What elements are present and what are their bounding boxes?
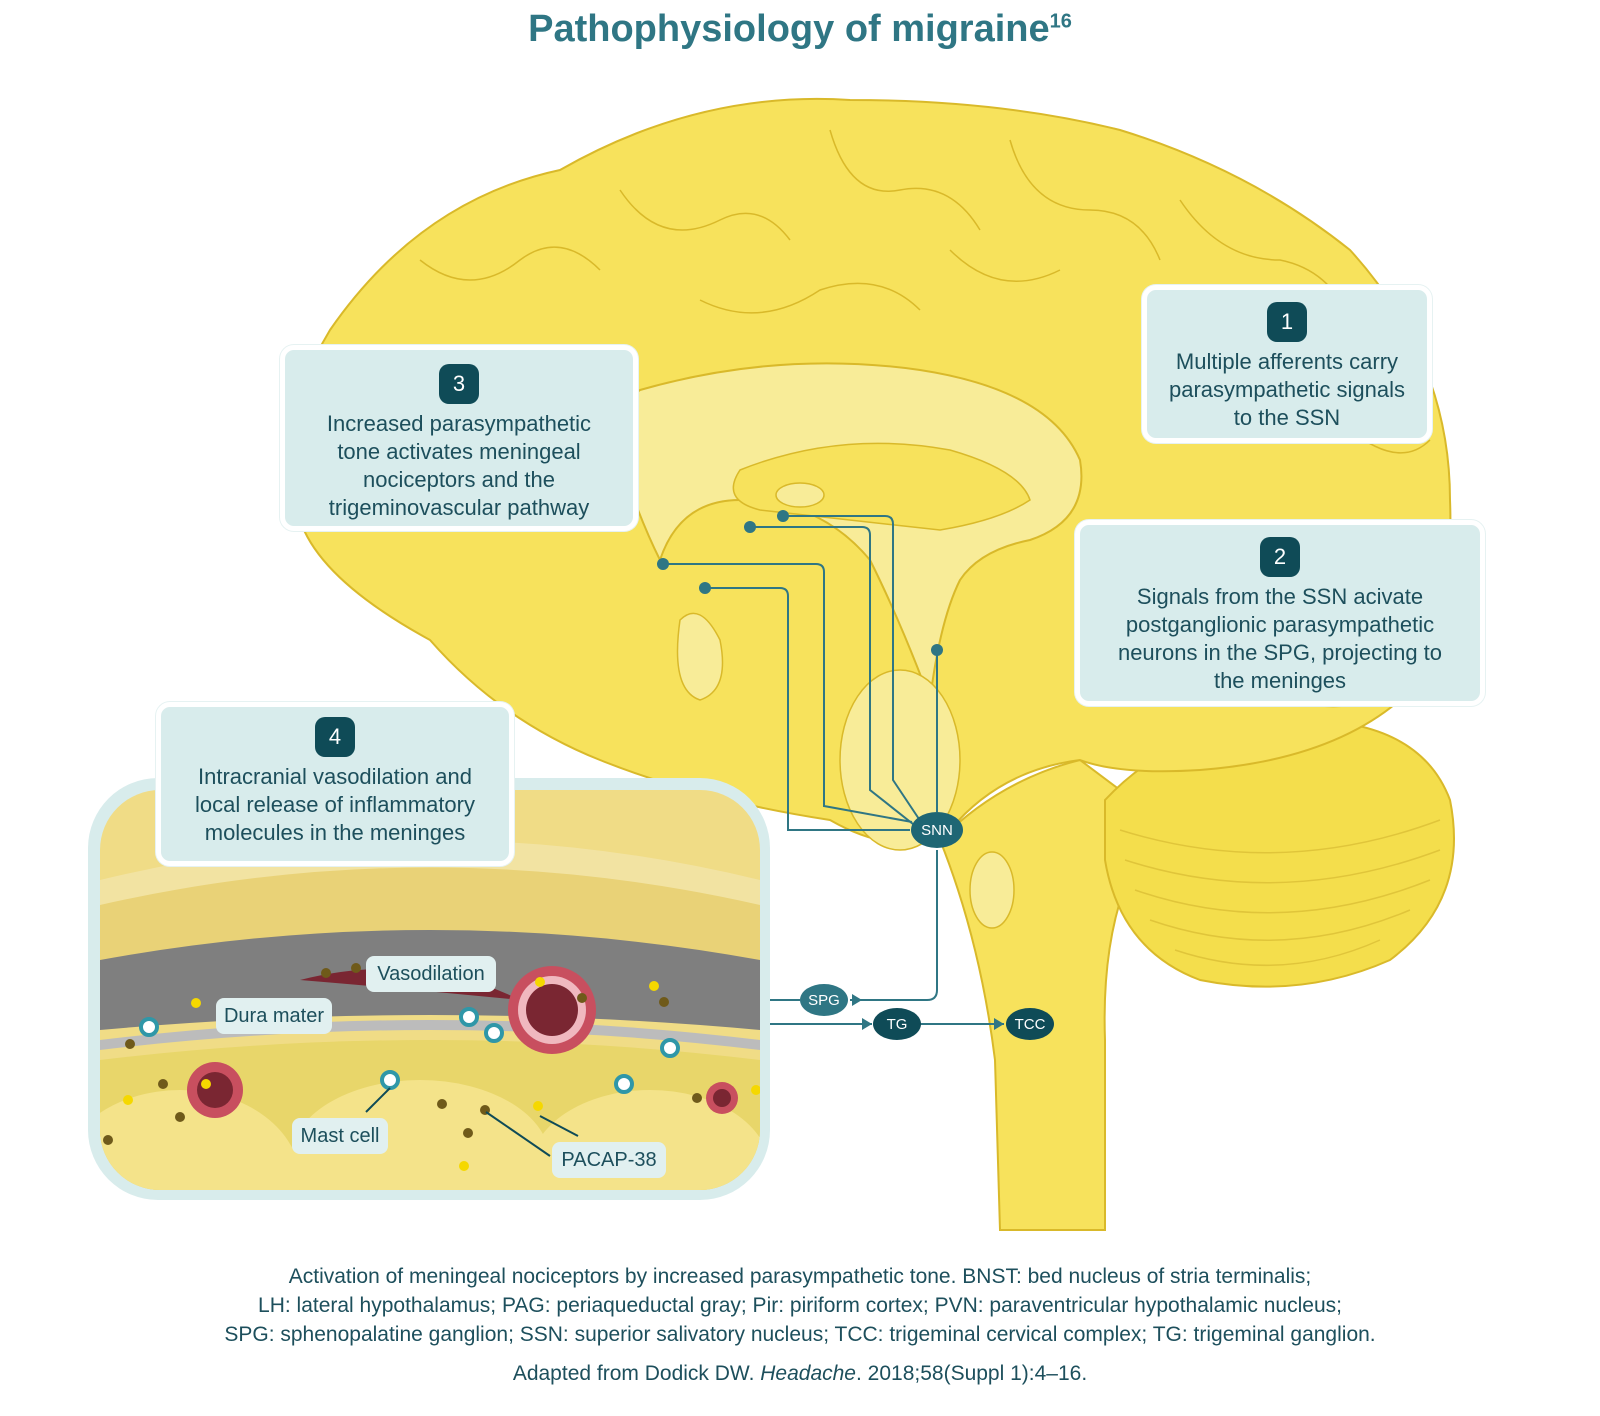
figure-caption: Activation of meningeal nociceptors by i… [0,1262,1600,1349]
dura-mater-label: Dura mater [216,998,332,1034]
step-1-box: 1 Multiple afferents carry parasympathet… [1142,285,1432,443]
step-2-box: 2 Signals from the SSN acivate postgangl… [1075,520,1485,706]
step-4-box: 4 Intracranial vasodilation and local re… [156,702,514,866]
thalamus [732,442,1031,531]
pacap-label: PACAP-38 [552,1142,666,1178]
svg-text:TG: TG [887,1016,908,1033]
step-2-badge: 2 [1260,537,1300,577]
spg-node: SPG [800,984,848,1016]
temporal-loop [676,612,724,701]
vasodilation-label: Vasodilation [366,956,496,992]
corpus-callosum [616,362,1083,701]
tg-node: TG [873,1008,921,1040]
step-2-text: Signals from the SSN acivate postganglio… [1117,584,1443,693]
step-4-text: Intracranial vasodilation and local rele… [194,764,475,845]
meninges-inset [88,778,770,1200]
cerebellum-folia [1119,819,1441,966]
step-1-badge: 1 [1267,302,1307,342]
step-3-badge: 3 [439,364,479,404]
fornix-ellipse [775,482,825,508]
pons-ellipse [969,851,1015,929]
step-4-badge: 4 [315,717,355,757]
snn-node: SNN [911,812,963,848]
mast-cell-label: Mast cell [292,1118,388,1154]
svg-text:SNN: SNN [921,822,953,839]
page-title: Pathophysiology of migraine16 [528,8,1072,50]
step-3-text: Increased parasympathetic tone activates… [326,411,592,520]
step-3-box: 3 Increased parasympathetic tone activat… [280,345,638,531]
svg-text:TCC: TCC [1015,1016,1046,1033]
source-citation: Adapted from Dodick DW. Headache. 2018;5… [512,1362,1088,1385]
caption-line-2: LH: lateral hypothalamus; PAG: periaqued… [258,1294,1342,1317]
caption-line-3: SPG: sphenopalatine ganglion; SSN: super… [224,1323,1376,1346]
caption-line-1: Activation of meningeal nociceptors by i… [288,1265,1312,1288]
tcc-node: TCC [1006,1008,1054,1040]
step-1-text: Multiple afferents carry parasympathetic… [1168,349,1405,430]
svg-text:SPG: SPG [808,992,840,1009]
